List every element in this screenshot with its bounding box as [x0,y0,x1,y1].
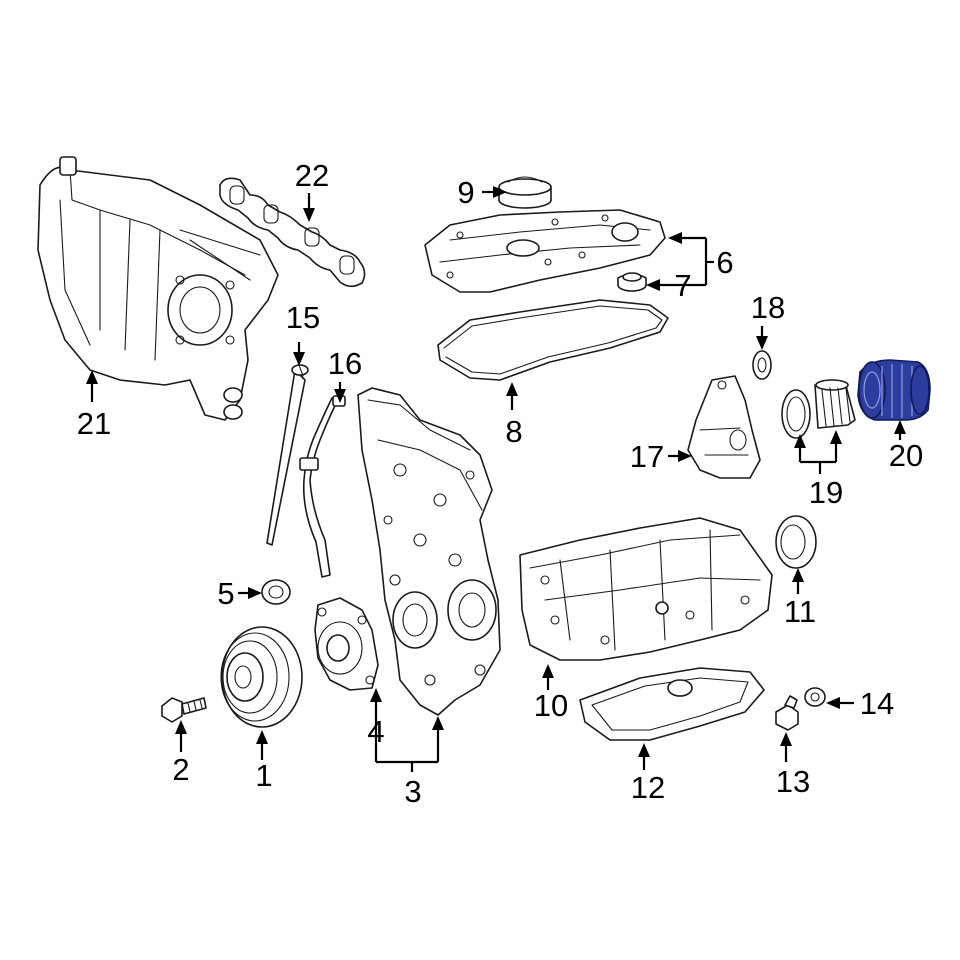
callout-14: 14 [860,686,894,721]
callout-13: 13 [776,764,810,799]
callout-9: 9 [457,175,474,210]
part-9-oil-filler-cap[interactable] [499,177,551,208]
part-6-valve-cover[interactable] [425,210,665,292]
callout-22: 22 [295,158,329,193]
callout-16: 16 [328,346,362,381]
callout-8: 8 [505,414,522,449]
callout-labels: 1 2 3 4 5 6 7 8 9 10 11 12 13 14 15 16 1… [77,158,923,809]
callout-18: 18 [751,290,785,325]
callout-7: 7 [674,268,691,303]
part-17-oil-filter-housing[interactable] [688,376,760,478]
part-21-intake-manifold[interactable] [38,157,278,420]
part-22-manifold-gasket[interactable] [220,178,365,286]
callout-21: 21 [77,406,111,441]
leader-lines [86,186,906,772]
callout-12: 12 [631,770,665,805]
part-5-seal[interactable] [262,580,290,604]
callout-5: 5 [217,576,234,611]
callout-10: 10 [534,688,568,723]
part-4-water-pump[interactable] [315,598,378,690]
part-19-oil-filter-kit[interactable] [782,380,855,438]
callout-3: 3 [404,774,421,809]
part-14-drain-washer[interactable] [805,688,825,706]
callout-1: 1 [255,758,272,793]
part-16-dipstick-tube[interactable] [300,396,345,577]
callout-2: 2 [172,752,189,787]
callout-11: 11 [784,594,816,629]
part-20-oil-filter-cap[interactable] [857,359,931,421]
part-13-drain-plug[interactable] [776,696,798,730]
part-10-upper-oil-pan[interactable] [520,518,772,660]
part-1-crankshaft-pulley[interactable] [221,627,302,727]
callout-20: 20 [889,438,923,473]
part-3-timing-cover[interactable] [358,388,500,715]
callout-19: 19 [809,475,843,510]
part-2-bolt[interactable] [162,698,206,722]
callout-17: 17 [630,439,664,474]
callout-4: 4 [367,714,384,749]
part-12-lower-oil-pan[interactable] [580,668,764,740]
part-8-valve-cover-gasket[interactable] [438,300,668,380]
part-18-washer[interactable] [753,351,771,379]
callout-6: 6 [716,245,733,280]
part-11-crankshaft-seal[interactable] [776,516,816,568]
part-15-oil-dipstick[interactable] [267,362,308,545]
callout-15: 15 [286,300,320,335]
part-7-grommet[interactable] [618,273,646,291]
